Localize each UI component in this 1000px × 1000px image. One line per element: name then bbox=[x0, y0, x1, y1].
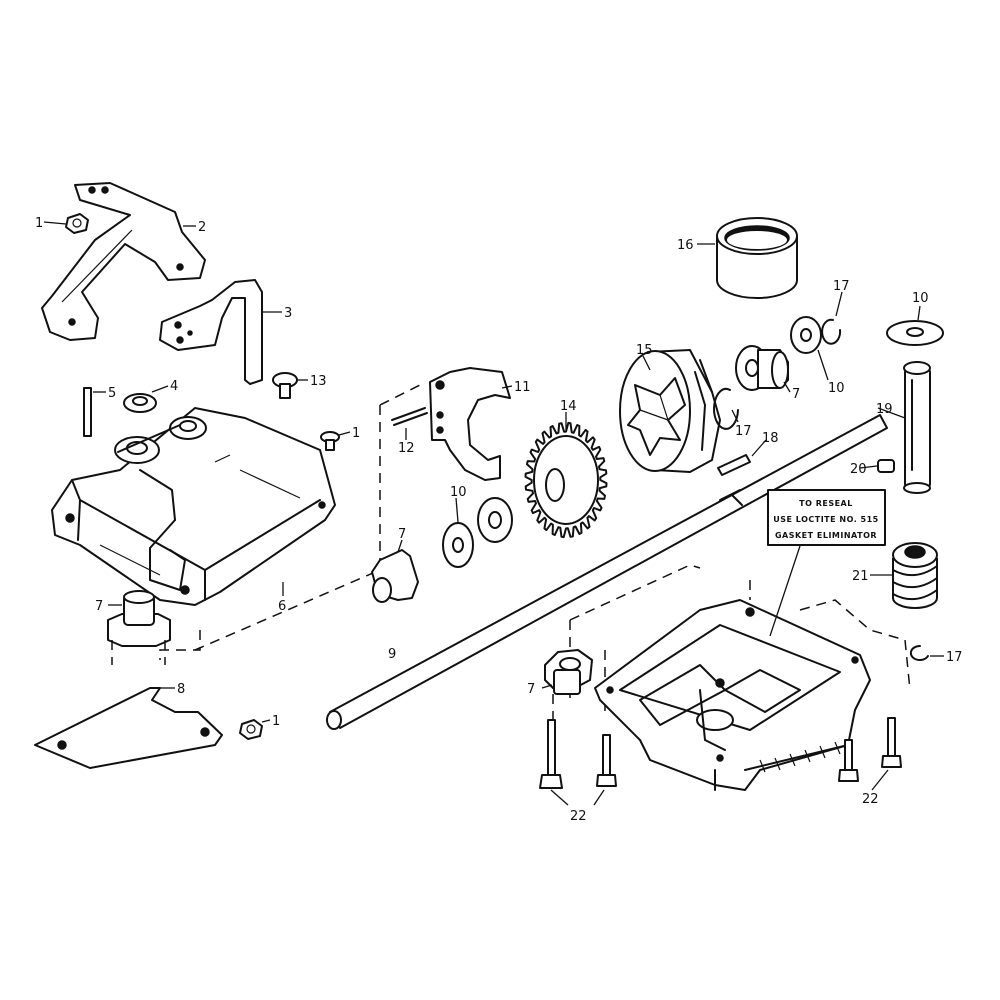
callout-7: 7 bbox=[95, 599, 103, 614]
roll-pin bbox=[391, 407, 428, 426]
upper-housing bbox=[51, 407, 336, 606]
hex-nut-bottom bbox=[239, 719, 263, 740]
callout-17: 17 bbox=[946, 650, 963, 665]
callout-20: 20 bbox=[850, 462, 867, 477]
callout-7: 7 bbox=[398, 527, 406, 542]
shoulder-bolt bbox=[272, 372, 298, 399]
lower-housing bbox=[594, 599, 871, 791]
callout-18: 18 bbox=[762, 431, 779, 446]
callout-17: 17 bbox=[735, 424, 752, 439]
washer-right bbox=[886, 320, 944, 346]
washers-center bbox=[442, 497, 513, 568]
washer-upper-right bbox=[790, 316, 822, 354]
reseal-note-box bbox=[767, 489, 886, 546]
callout-19: 19 bbox=[876, 402, 893, 417]
bearing-left bbox=[107, 590, 171, 647]
callout-4: 4 bbox=[170, 379, 178, 394]
callout-10: 10 bbox=[450, 485, 467, 500]
reseal-note: TO RESEAL USE LOCTITE NO. 515 GASKET ELI… bbox=[773, 499, 878, 540]
callout-2: 2 bbox=[198, 220, 206, 235]
spur-gear bbox=[524, 421, 608, 539]
screw-right bbox=[320, 431, 340, 451]
cross-pin bbox=[877, 459, 895, 473]
callout-5: 5 bbox=[108, 386, 116, 401]
snap-ring-center bbox=[713, 387, 739, 430]
callout-3: 3 bbox=[284, 306, 292, 321]
bearing-upper-right bbox=[735, 345, 789, 391]
shift-fork bbox=[429, 367, 511, 481]
callout-6: 6 bbox=[278, 599, 286, 614]
washer-4 bbox=[123, 393, 157, 413]
gasket-plate bbox=[34, 687, 223, 769]
callout-8: 8 bbox=[177, 682, 185, 697]
vertical-shaft bbox=[903, 361, 931, 494]
callout-10: 10 bbox=[912, 291, 929, 306]
snap-ring-lower bbox=[909, 644, 929, 661]
callout-labels: 1 2 3 5 4 13 1 6 7 8 1 12 11 10 7 14 15 … bbox=[35, 216, 963, 824]
callout-7: 7 bbox=[792, 387, 800, 402]
callout-9: 9 bbox=[388, 647, 396, 662]
snap-ring-top bbox=[821, 318, 842, 345]
bushing-cylinder bbox=[716, 217, 798, 299]
bearing-lower bbox=[544, 649, 593, 695]
note-line-1: TO RESEAL bbox=[799, 499, 853, 508]
bearing-center bbox=[371, 549, 419, 603]
callout-14: 14 bbox=[560, 399, 577, 414]
callout-10: 10 bbox=[828, 381, 845, 396]
callout-11: 11 bbox=[514, 380, 531, 395]
callout-7: 7 bbox=[527, 682, 535, 697]
housing-bolts bbox=[539, 717, 902, 789]
callout-17: 17 bbox=[833, 279, 850, 294]
callout-13: 13 bbox=[310, 374, 327, 389]
shift-lever bbox=[159, 279, 263, 385]
hex-nut-top bbox=[65, 213, 89, 234]
callout-1: 1 bbox=[35, 216, 43, 231]
callout-1: 1 bbox=[352, 426, 360, 441]
callout-1: 1 bbox=[272, 714, 280, 729]
shaft-key bbox=[717, 454, 751, 476]
dowel-pin bbox=[83, 387, 92, 437]
main-shaft bbox=[326, 414, 888, 730]
callout-22: 22 bbox=[570, 809, 587, 824]
leader-lines bbox=[43, 221, 944, 806]
callout-22: 22 bbox=[862, 792, 879, 807]
note-line-2: USE LOCTITE NO. 515 bbox=[773, 515, 878, 524]
callout-15: 15 bbox=[636, 343, 653, 358]
worm-gear bbox=[892, 542, 938, 609]
callout-16: 16 bbox=[677, 238, 694, 253]
callout-12: 12 bbox=[398, 441, 415, 456]
clutch-drum bbox=[619, 349, 721, 473]
mounting-bracket bbox=[41, 182, 206, 341]
callout-21: 21 bbox=[852, 569, 869, 584]
note-line-3: GASKET ELIMINATOR bbox=[775, 531, 877, 540]
